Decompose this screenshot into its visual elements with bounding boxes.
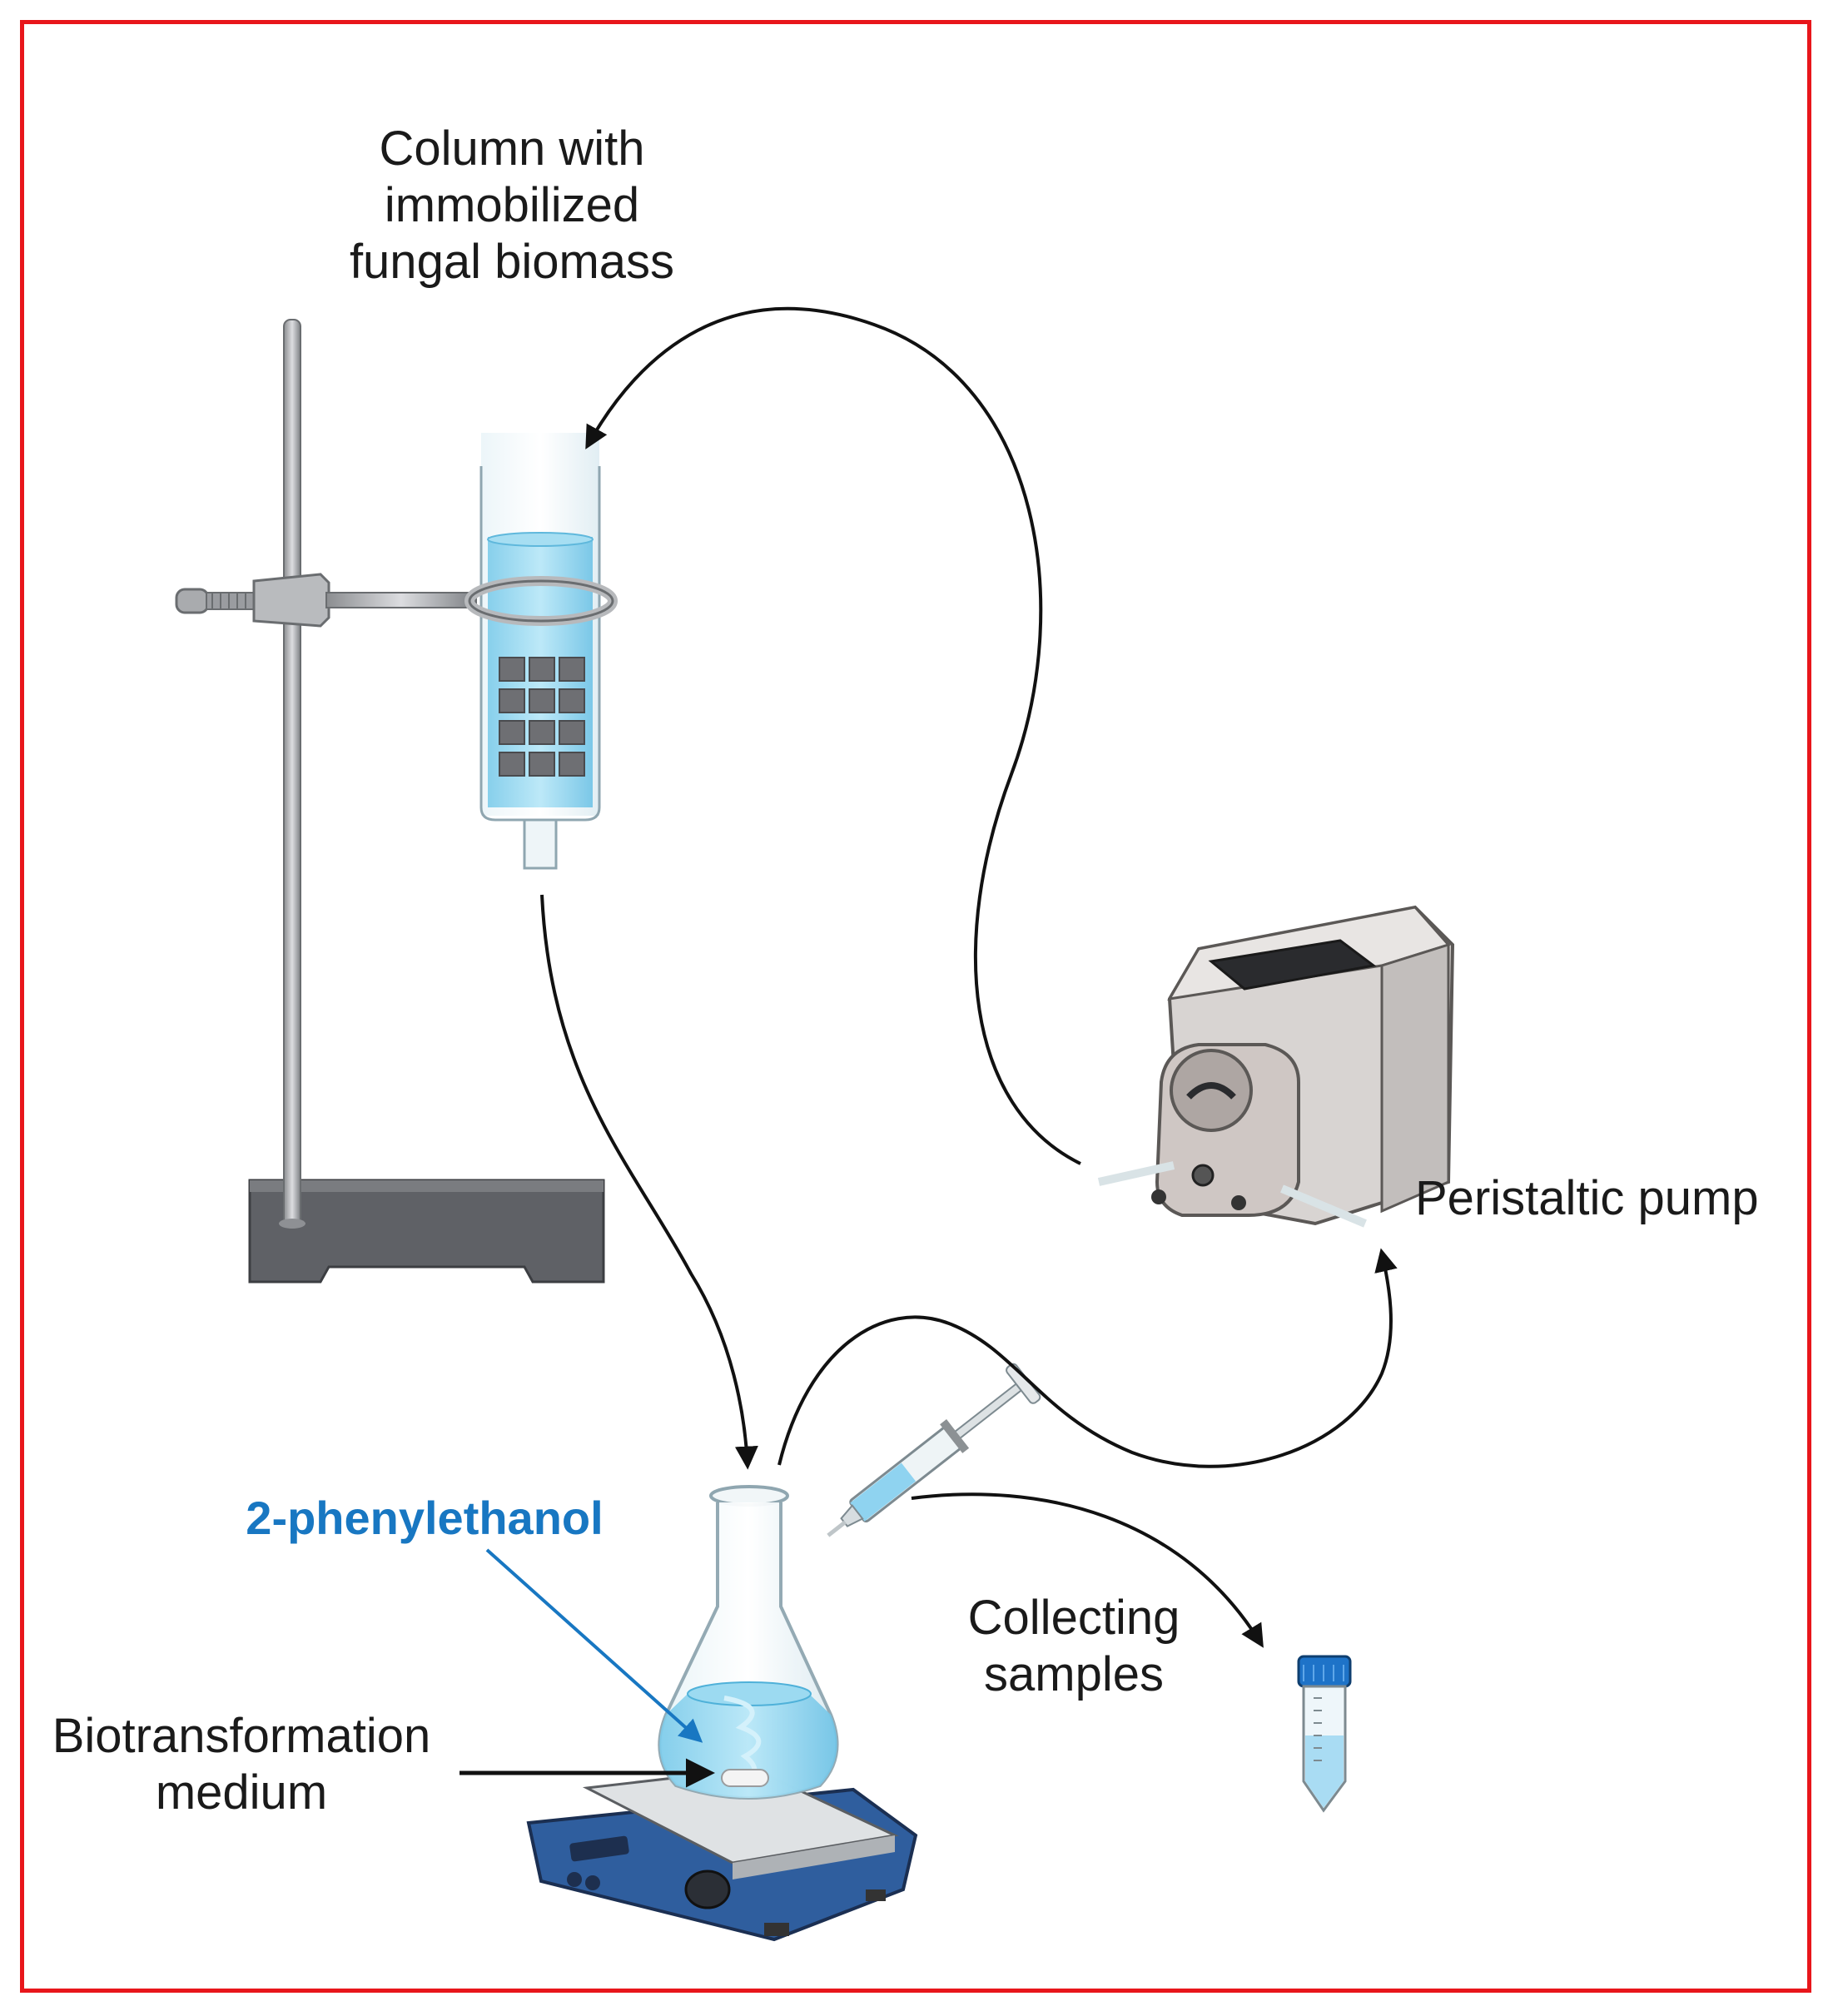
column-label-line-2: immobilized [275,177,749,234]
erlenmeyer-flask-icon [659,1487,837,1798]
medium-label-line-2: medium [25,1765,458,1821]
pump-to-column-arrow [588,309,1080,1164]
samples-label-line-1: Collecting [932,1590,1215,1646]
medium-label: Biotransformation medium [25,1708,458,1821]
samples-label: Collecting samples [932,1590,1215,1703]
medium-label-line-1: Biotransformation [25,1708,458,1765]
falcon-tube-icon [1299,1656,1350,1810]
compound-label: 2-phenylethanol [216,1490,633,1547]
pump-label: Peristaltic pump [1415,1170,1815,1227]
column-label-line-1: Column with [275,121,749,177]
chromatography-column-icon [469,433,613,868]
samples-label-line-2: samples [932,1646,1215,1703]
column-label: Column with immobilized fungal biomass [275,121,749,290]
flask-to-pump-arrow [779,1253,1391,1467]
column-label-line-3: fungal biomass [275,234,749,290]
syringe-icon [815,1363,1042,1554]
peristaltic-pump-icon [1099,907,1453,1224]
compound-pointer-arrow [487,1550,699,1740]
